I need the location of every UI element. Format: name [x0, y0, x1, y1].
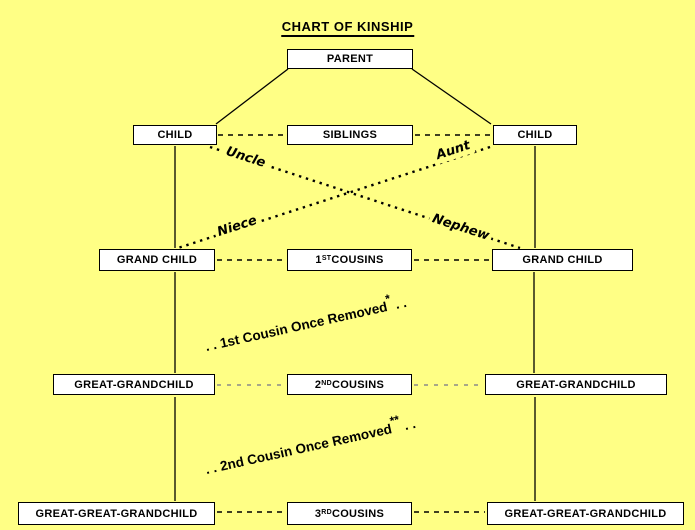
box-great-grandchild-left: GREAT-GRANDCHILD	[53, 374, 215, 395]
box-child-left: CHILD	[133, 125, 217, 145]
first-removed-trail-dots: . .	[393, 294, 408, 312]
parent-child-line-right	[411, 68, 492, 125]
third-cousins-number: 3	[314, 507, 322, 520]
second-cousins-number: 2	[314, 378, 322, 391]
third-cousins-word: COUSINS	[331, 507, 385, 520]
first-cousins-word: COUSINS	[331, 254, 384, 266]
box-great-grandchild-right: GREAT-GRANDCHILD	[485, 374, 667, 395]
second-removed-trail-dots: . .	[402, 415, 418, 433]
second-removed-lead-dots: . .	[203, 460, 219, 478]
box-grandchild-left: GRAND CHILD	[99, 249, 215, 271]
box-child-right: CHILD	[493, 125, 577, 145]
box-siblings: SIBLINGS	[287, 125, 413, 145]
box-great-great-grandchild-right: GREAT-GREAT-GRANDCHILD	[487, 502, 684, 525]
second-cousins-word: COUSINS	[331, 378, 385, 391]
parent-child-line-left	[215, 68, 289, 125]
box-great-great-grandchild-left: GREAT-GREAT-GRANDCHILD	[18, 502, 215, 525]
first-cousins-number: 1	[315, 254, 322, 266]
first-removed-lead-dots: . .	[203, 337, 219, 355]
box-parent: PARENT	[287, 49, 413, 69]
chart-title: CHART OF KINSHIP	[280, 19, 415, 37]
box-grandchild-right: GRAND CHILD	[492, 249, 633, 271]
